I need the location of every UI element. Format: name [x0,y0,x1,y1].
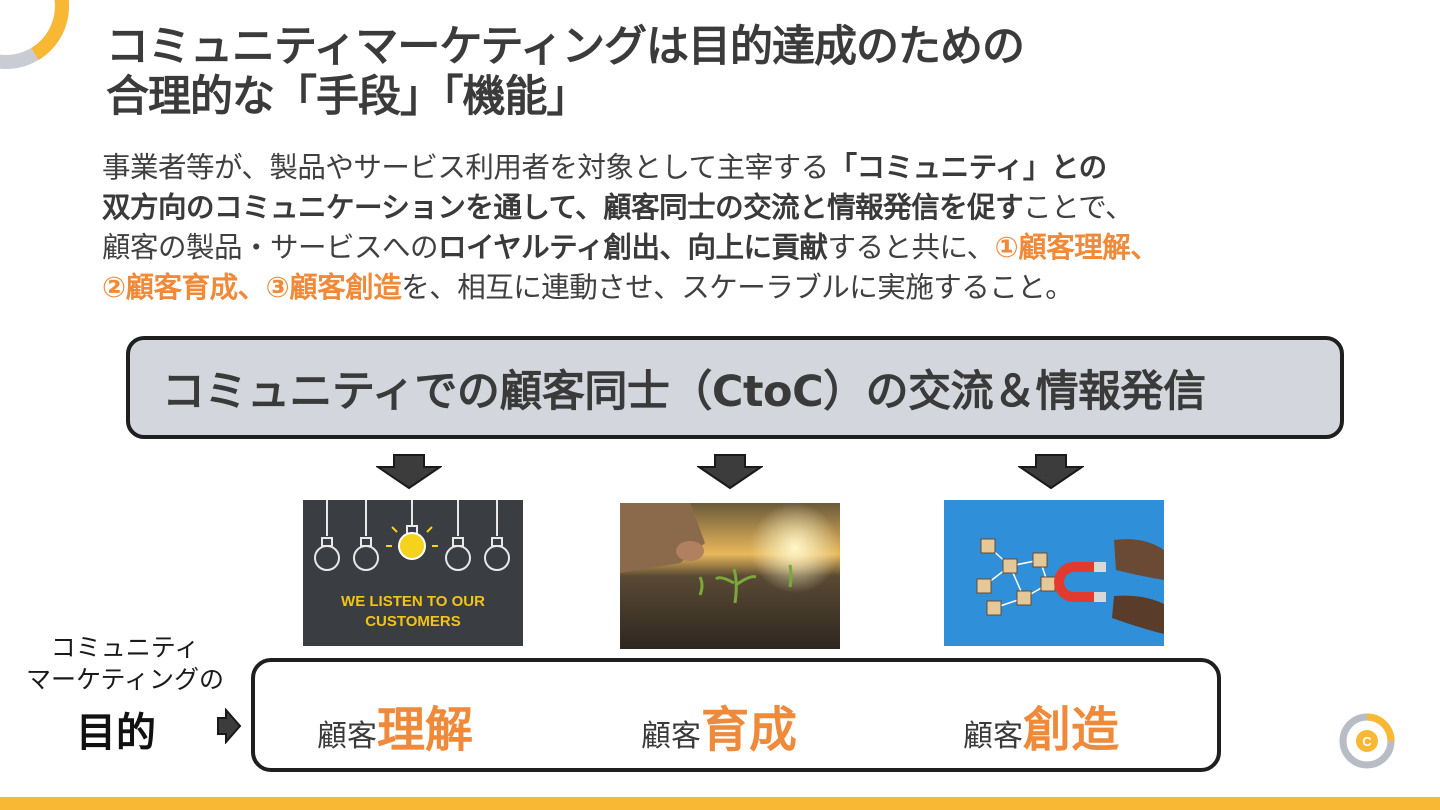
purpose-heading: 目的 [76,710,156,756]
description-highlight: ①顧客理解、 [994,231,1159,264]
logo-letter: C [1362,734,1372,749]
goal-accent: 理解 [377,702,474,758]
ctoc-exchange-box: コミュニティでの顧客同士（CtoC）の交流＆情報発信 [126,336,1344,439]
purpose-goals-box: 顧客理解 顧客育成 顧客創造 [251,658,1221,772]
logo-icon: C [1339,713,1395,769]
purpose-label-line-1: コミュニティ [50,633,200,662]
description-bold: 双方向のコミュニケーションを通して、顧客同士の交流と情報発信を促す [102,191,1024,224]
description-segment: 事業者等が、製品やサービス利用者を対象として主宰する [102,151,829,184]
title-line-2: 合理的な「手段」「機能」 [106,72,590,122]
goal-customer-understanding: 顧客理解 [317,690,473,760]
description-line-1: 事業者等が、製品やサービス利用者を対象として主宰する「コミュニティ」との [102,148,1402,188]
down-arrow-icon [1018,454,1084,490]
description-segment: 顧客の製品・サービスへの [102,231,439,264]
photo-growing-seedlings [620,503,840,649]
ctoc-exchange-text: コミュニティでの顧客同士（CtoC）の交流＆情報発信 [162,366,1206,417]
photo-magnet-attracting-customers [944,500,1164,646]
description-highlight: ②顧客育成、③顧客創造 [102,271,402,304]
goal-customer-creation: 顧客創造 [963,690,1119,760]
down-arrow-icon [697,454,763,490]
corner-decoration [0,0,70,69]
description-segment: を、相互に連動させ、スケーラブルに実施すること。 [401,271,1074,304]
description-line-3: 顧客の製品・サービスへのロイヤルティ創出、向上に貢献すると共に、①顧客理解、 [102,228,1402,268]
bottom-accent-bar [0,797,1440,810]
down-arrow-icon [376,454,442,490]
purpose-label: コミュニティ マーケティングの [14,632,236,696]
description-segment: ことで、 [1023,191,1134,224]
description-segment: すると共に、 [827,231,995,264]
description-text: 事業者等が、製品やサービス利用者を対象として主宰する「コミュニティ」との 双方向… [102,148,1402,308]
purpose-label-line-2: マーケティングの [25,665,224,694]
goal-prefix: 顧客 [641,719,701,754]
goal-customer-development: 顧客育成 [641,690,797,760]
title-line-1: コミュニティマーケティングは目的達成のための [106,22,1025,72]
photo-caption-line-1: WE LISTEN TO OUR [341,593,485,610]
description-line-4: ②顧客育成、③顧客創造を、相互に連動させ、スケーラブルに実施すること。 [102,268,1402,308]
goal-accent: 創造 [1023,702,1120,758]
photo-caption-line-2: CUSTOMERS [365,613,461,630]
photo-listen-to-customers: WE LISTEN TO OUR CUSTOMERS [303,500,523,646]
description-line-2: 双方向のコミュニケーションを通して、顧客同士の交流と情報発信を促すことで、 [102,188,1402,228]
goal-prefix: 顧客 [317,719,377,754]
page-title: コミュニティマーケティングは目的達成のための 合理的な「手段」「機能」 [106,22,1306,122]
description-bold: 「コミュニティ」との [828,151,1108,184]
description-bold: ロイヤルティ創出、向上に貢献 [438,231,828,264]
goal-prefix: 顧客 [963,719,1023,754]
right-arrow-icon [217,708,242,744]
goal-accent: 育成 [701,702,798,758]
